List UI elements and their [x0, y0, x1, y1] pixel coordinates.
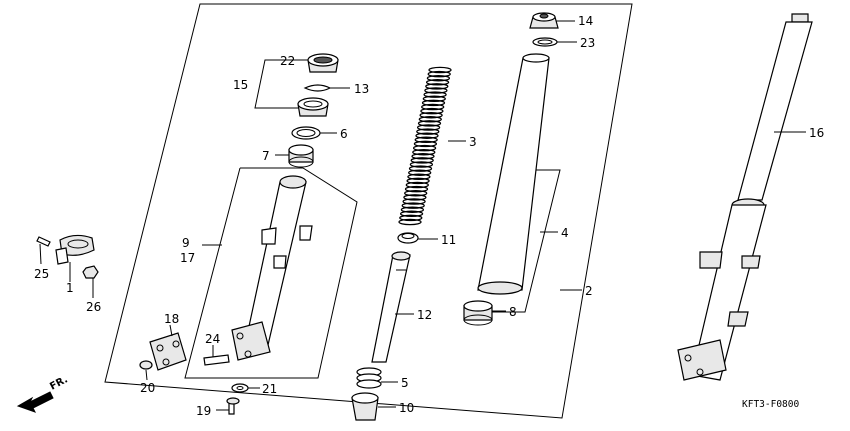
spring-coil	[412, 144, 437, 152]
callout-12: 12	[417, 308, 432, 322]
rebound-spring	[356, 367, 382, 389]
spring-coil	[423, 91, 447, 98]
front-direction-indicator: FR.	[16, 374, 70, 413]
spring-coil	[421, 103, 445, 111]
callout-26: 26	[86, 300, 101, 314]
callout-20: 20	[140, 381, 155, 395]
spring-coil	[414, 136, 438, 144]
fork-slider	[231, 175, 313, 361]
clamp-bolt	[36, 236, 51, 247]
callout-1: 1	[66, 281, 74, 295]
spring-coil	[411, 153, 435, 160]
clamp-nut	[82, 265, 99, 279]
callout-21: 21	[262, 382, 277, 396]
stud-bolt	[203, 354, 230, 366]
spring-coil	[420, 107, 444, 115]
spring-coil	[426, 74, 451, 82]
callout-labels: 14 23 22 15 13 6 7 3 9 17 11 4 2 8 12 5 …	[34, 14, 824, 418]
spring-coil	[427, 70, 451, 78]
spring-coil	[415, 132, 439, 139]
fork-spring	[398, 66, 452, 226]
fork-piston	[371, 251, 411, 363]
leader-lines	[39, 20, 806, 411]
callout-18: 18	[164, 312, 179, 326]
oil-lock-piece	[351, 392, 379, 421]
bracket-15	[254, 59, 300, 109]
spring-coil	[404, 185, 429, 193]
spring-coil	[408, 165, 433, 172]
callout-3: 3	[469, 135, 477, 149]
spring-coil	[425, 79, 450, 86]
spring-coil	[416, 124, 441, 131]
spring-coil	[421, 99, 446, 107]
spring-coil	[410, 157, 434, 164]
spring-coil	[418, 116, 442, 123]
slider-bushing	[288, 144, 314, 168]
socket-bolt	[226, 397, 240, 415]
callout-5: 5	[401, 376, 409, 390]
dust-seal	[307, 53, 339, 73]
callout-16: 16	[809, 126, 824, 140]
axle-holder	[149, 332, 187, 371]
spring-coil	[398, 218, 422, 226]
sealing-washer	[231, 383, 249, 393]
front-arrow-icon	[16, 391, 54, 413]
spring-coil	[412, 148, 436, 156]
callout-9: 9	[182, 236, 190, 250]
callout-13: 13	[354, 82, 369, 96]
back-up-ring	[291, 126, 321, 140]
callout-15: 15	[233, 78, 248, 92]
callout-11: 11	[441, 233, 456, 247]
callout-7: 7	[262, 149, 270, 163]
spring-coil	[417, 120, 442, 127]
spring-coil	[407, 173, 431, 181]
spring-coil	[413, 140, 438, 148]
piston-ring	[397, 232, 419, 244]
spring-coil	[402, 198, 426, 205]
spring-coil	[403, 194, 427, 201]
spring-coil	[428, 66, 452, 74]
oil-seal	[297, 97, 329, 117]
tube-subframe	[465, 169, 561, 313]
callout-24: 24	[205, 332, 220, 346]
spring-coil	[399, 210, 424, 218]
callout-19: 19	[196, 404, 211, 418]
slider-subframe	[184, 167, 358, 379]
o-ring-23	[532, 37, 558, 47]
spring-coil	[425, 83, 449, 90]
spring-coil	[399, 214, 423, 222]
stopper-ring	[303, 84, 332, 92]
callout-6: 6	[340, 127, 348, 141]
front-direction-label: FR.	[48, 374, 70, 392]
callout-8: 8	[509, 305, 517, 319]
spring-coil	[406, 177, 430, 185]
spring-coil	[419, 111, 443, 119]
spring-coil	[405, 181, 429, 189]
fork-assembly	[677, 13, 813, 381]
callout-14: 14	[578, 14, 593, 28]
spring-coil	[404, 189, 428, 197]
assembly-frame	[104, 3, 633, 419]
spring-coil	[400, 206, 425, 213]
spring-coil	[424, 87, 448, 94]
fork-clamp	[55, 234, 95, 265]
diagram-code: KFT3-F0800	[742, 399, 799, 410]
spring-coil	[408, 169, 432, 176]
guide-bushing	[463, 300, 493, 326]
fork-tube	[477, 53, 550, 295]
spring-coil	[422, 95, 446, 103]
callout-23: 23	[580, 36, 595, 50]
spring-coil	[409, 161, 434, 168]
callout-22: 22	[280, 54, 295, 68]
callout-4: 4	[561, 226, 569, 240]
callout-2: 2	[585, 284, 593, 298]
fork-cap-bolt	[529, 12, 559, 29]
callout-17: 17	[180, 251, 195, 265]
spring-coil	[401, 202, 425, 209]
callout-10: 10	[399, 401, 414, 415]
axle-holder-nut	[139, 360, 153, 370]
callout-25: 25	[34, 267, 49, 281]
spring-coil	[416, 128, 440, 135]
